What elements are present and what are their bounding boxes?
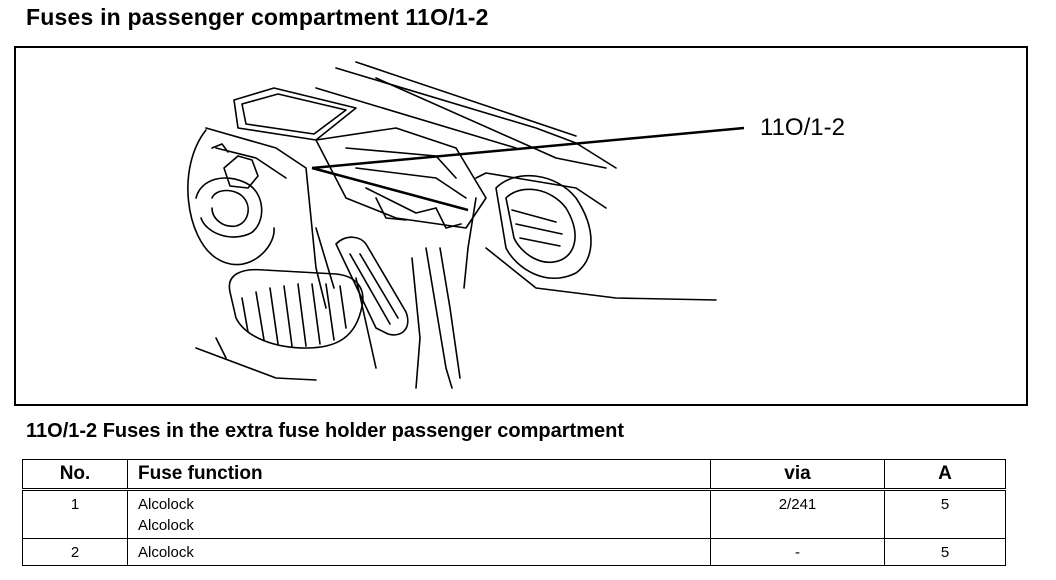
footwell-illustration [187,61,745,389]
table-row: 1 Alcolock Alcolock 2/241 5 [22,489,1006,539]
col-header-no: No. [22,459,128,491]
cell-function: Alcolock [127,538,711,566]
cell-no: 1 [22,489,128,539]
callout-leader-upper [311,126,745,170]
col-header-via: via [710,459,885,491]
col-header-amps: A [884,459,1006,491]
function-line: Alcolock [138,544,194,561]
callout-leader-lower [311,166,469,212]
fuse-table: No. Fuse function via A 1 Alcolock Alcol… [22,459,1006,566]
accelerator-pedal [335,236,409,336]
fuse-box [315,127,487,229]
section-title: 11O/1-2 Fuses in the extra fuse holder p… [26,420,624,442]
function-line: Alcolock [138,496,194,513]
cell-via: - [710,538,885,566]
cell-amps: 5 [884,489,1006,539]
cell-no: 2 [22,538,128,566]
brake-pedal [228,268,364,349]
page-title: Fuses in passenger compartment 11O/1-2 [26,4,489,30]
table-header-row: No. Fuse function via A [22,459,1006,491]
function-line: Alcolock [138,517,194,534]
steering-column [205,127,327,309]
cell-amps: 5 [884,538,1006,566]
table-row: 2 Alcolock - 5 [22,538,1006,566]
illustration-frame: 11O/1-2 [14,46,1028,406]
dashboard-outline [335,67,617,169]
air-vent [495,174,592,279]
dash-panel [233,87,357,141]
cell-function: Alcolock Alcolock [127,489,711,539]
fuse-holder-callout: 11O/1-2 [760,114,845,141]
cell-via: 2/241 [710,489,885,539]
col-header-function: Fuse function [127,459,711,491]
